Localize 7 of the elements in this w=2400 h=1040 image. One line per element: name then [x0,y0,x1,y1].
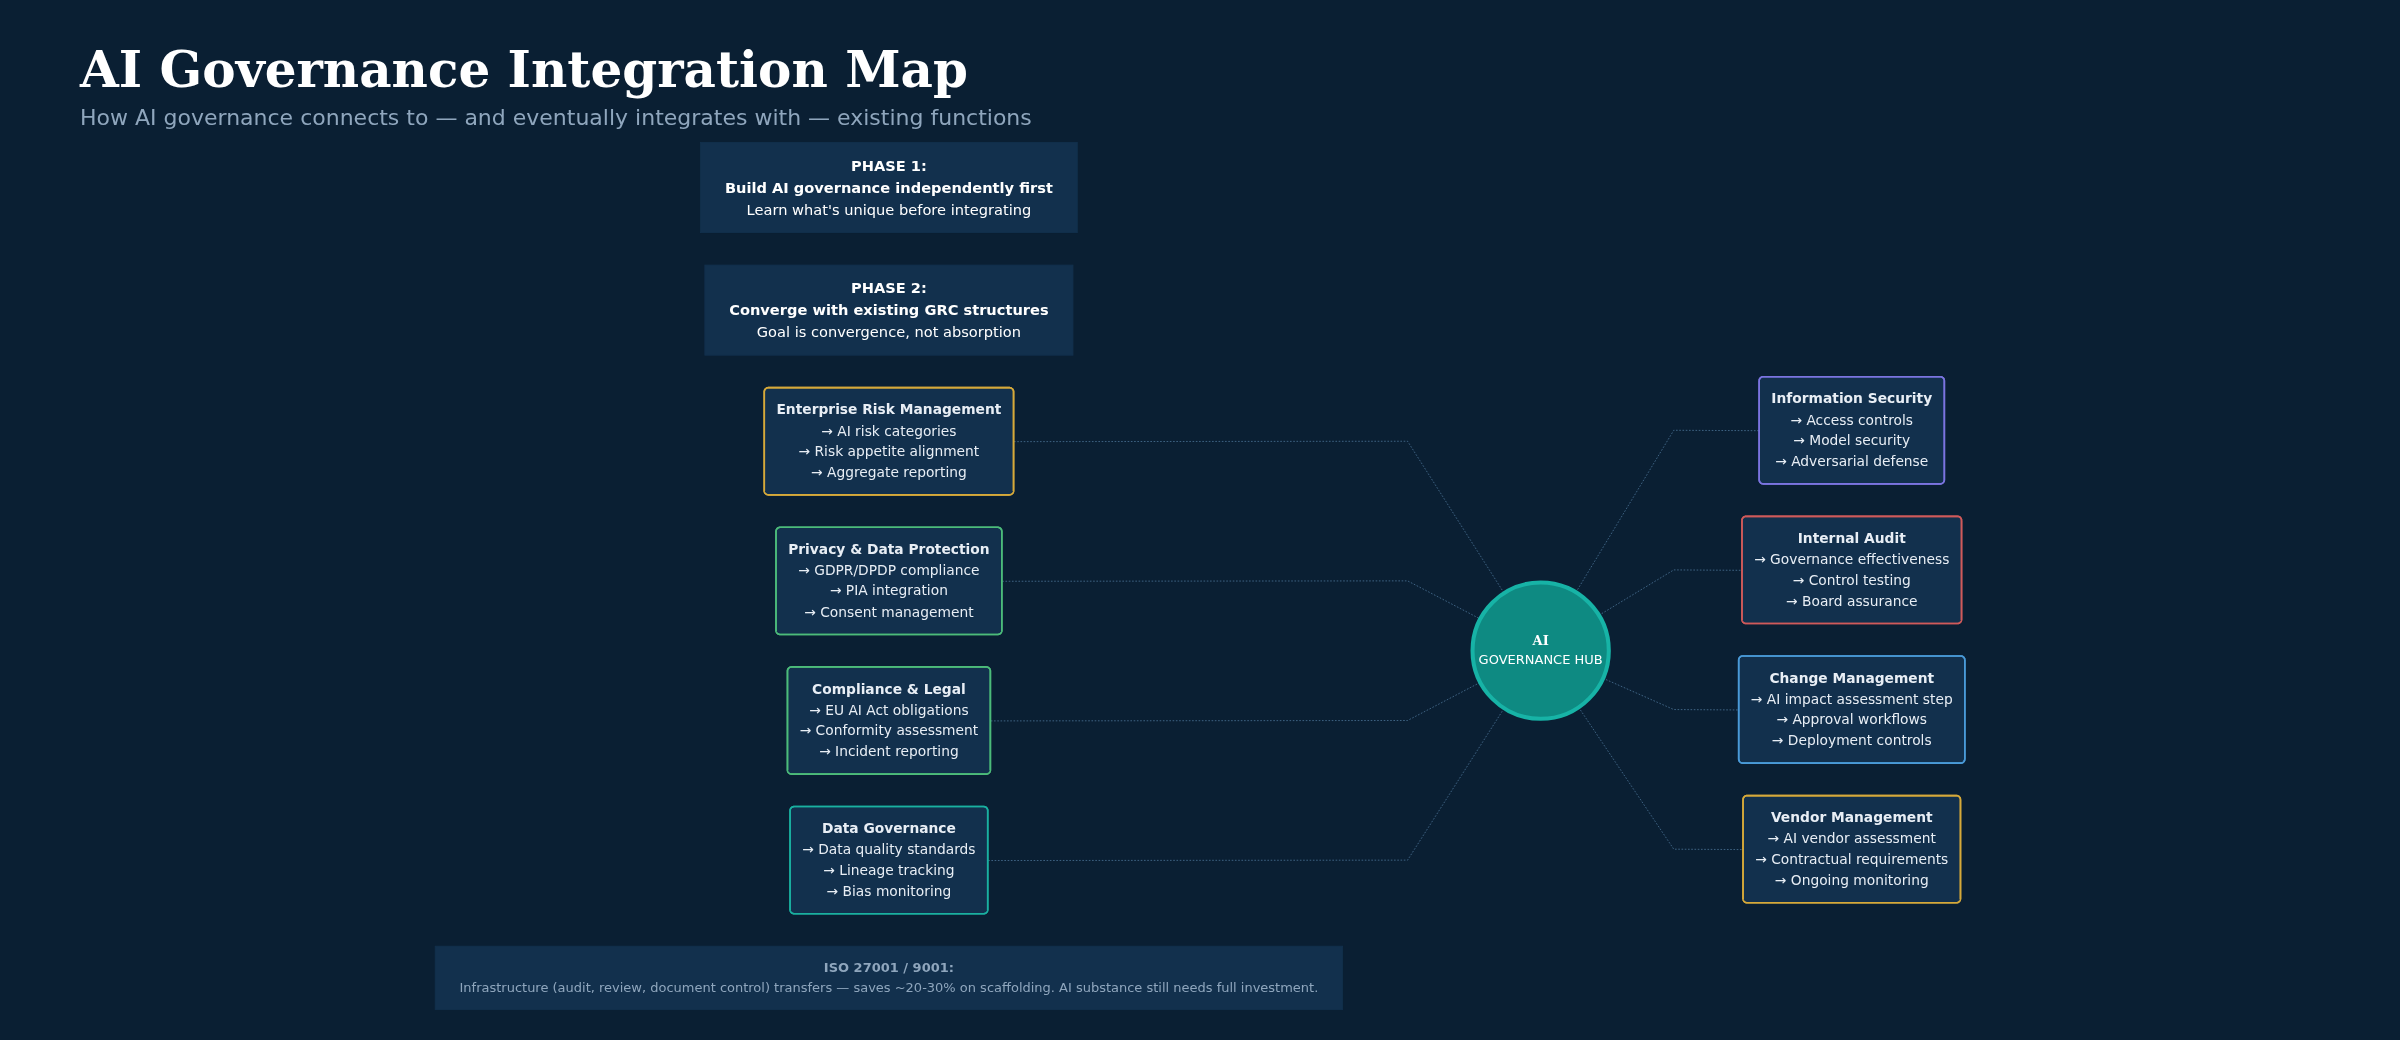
subtitle: How AI governance connects to — and eventually integrates with — existing functions [80,105,1032,130]
node-circle [1470,580,1611,721]
node-box [700,142,1078,233]
node-box [704,264,1074,356]
diagram: PHASE 1: Build AI governance independently first Learn what's unique before integrating PHASE 2: Converge with existing GRC structures Goal is convergence, not absorption Privacy & Data Protection → GDPR/DPDP compliance → PIA integration → Consent management Information Security → Access controls → Model security → Adversarial defense Enterprise Risk Management → AI risk categories → Risk appetite alignment → Aggregate reporting Internal Audit → Governance effectiveness → Control testing → Board assurance AI GOVERNANCE HUB Data Governance → Data quality standards → Lineage tracking → Bias monitoring Change Management → AI impact assessment step → Approval workflows → Deployment controls Compliance & Legal → EU AI Act obligations → Conformity assessment → Incident reporting Vendor Management → AI vendor assessment → Contractual requirements → Ongoing monitoring ISO 27001 / 9001: Infrastructure (audit, review, document control) transfers — saves ~20-30% on scaffolding. AI substance still needs full investment. [0,136,2400,1016]
node-box [434,945,1344,1010]
title: AI Governance Integration Map [80,40,968,99]
